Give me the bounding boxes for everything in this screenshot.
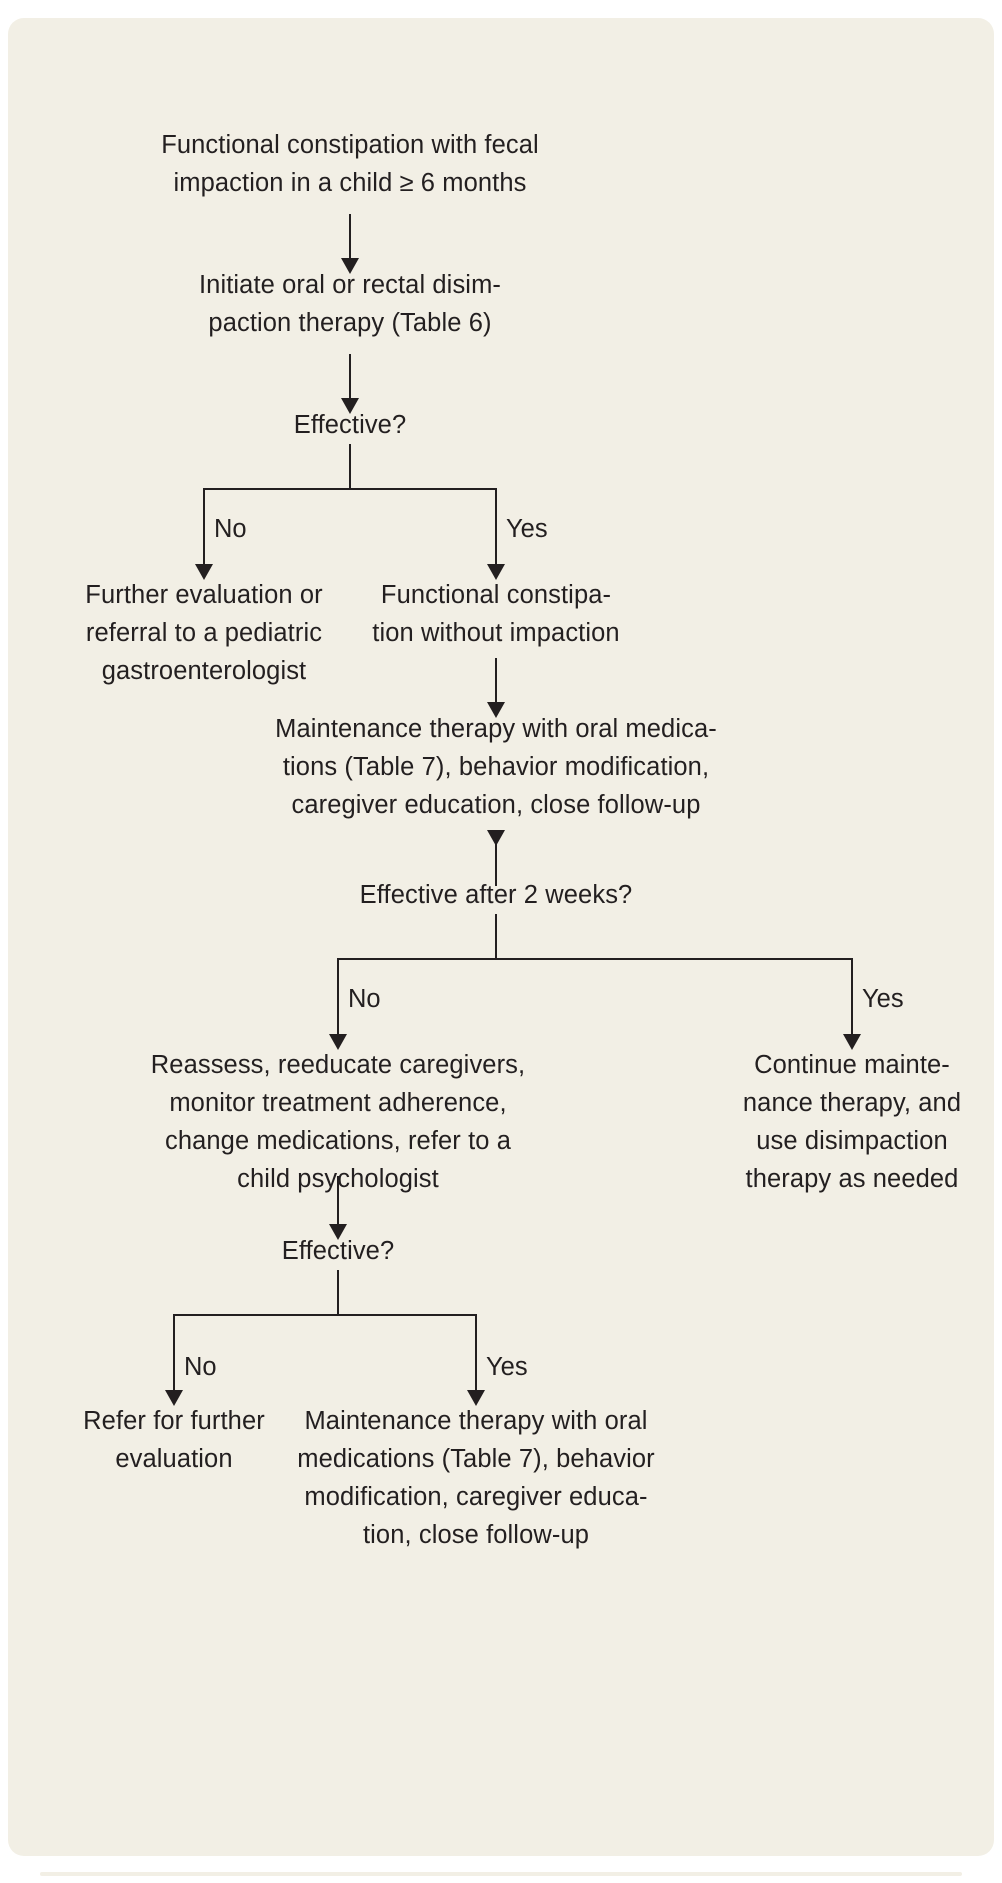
arrowhead-yes1-to-maintenance1	[487, 702, 505, 718]
arrowhead-no2-to-decision3	[329, 1224, 347, 1240]
connector-decision3-no-leg	[173, 1314, 175, 1394]
connector-decision2-yes-leg	[851, 958, 853, 1038]
connector-decision3-yes-leg	[475, 1314, 477, 1394]
node-decision2: Effective after 2 weeks?	[359, 881, 633, 909]
connector-decision3-split	[174, 1314, 476, 1316]
branch-label-decision2-yes: Yes	[862, 985, 904, 1013]
connector-yes1-to-maintenance1	[495, 658, 497, 708]
branch-label-decision1-yes: Yes	[506, 515, 548, 543]
arrowhead-disimpaction-to-decision1	[341, 398, 359, 414]
arrowhead-decision1-yes	[487, 564, 505, 580]
node-maintenance1: Maintenance therapy with oral medica- ti…	[275, 715, 717, 819]
connector-decision2-no-leg	[337, 958, 339, 1038]
branch-label-decision3-no: No	[184, 1353, 217, 1381]
bottom-rule	[40, 1872, 962, 1876]
node-yes2-outcome: Continue mainte- nance therapy, and use …	[742, 1051, 962, 1193]
connector-decision1-yes-leg	[495, 488, 497, 570]
connector-disimpaction-to-decision1	[349, 354, 351, 404]
connector-start-to-disimpaction	[349, 214, 351, 264]
node-no2-outcome: Reassess, reeducate caregivers, monitor …	[150, 1051, 526, 1193]
node-decision3: Effective?	[281, 1237, 395, 1265]
connector-decision2-stem	[495, 914, 497, 960]
branch-label-decision1-no: No	[214, 515, 247, 543]
node-disimpaction: Initiate oral or rectal disim- paction t…	[198, 271, 501, 337]
connector-decision3-stem	[337, 1270, 339, 1316]
connector-decision1-no-leg	[203, 488, 205, 570]
node-yes1-outcome: Functional constipa- tion without impact…	[372, 581, 620, 647]
connector-decision1-stem	[349, 444, 351, 490]
node-start: Functional constipation with fecal impac…	[161, 131, 539, 197]
arrowhead-maintenance1-to-decision2	[487, 830, 505, 846]
arrowhead-decision3-no	[165, 1390, 183, 1406]
node-yes3-outcome: Maintenance therapy with oral medication…	[297, 1407, 655, 1549]
connector-decision1-split	[204, 488, 496, 490]
node-decision1: Effective?	[293, 411, 407, 439]
node-no1-outcome: Further evaluation or referral to a pedi…	[85, 581, 323, 685]
branch-label-decision2-no: No	[348, 985, 381, 1013]
connector-maintenance1-to-decision2	[495, 836, 497, 886]
node-no3-outcome: Refer for further evaluation	[83, 1407, 265, 1473]
arrowhead-decision2-yes	[843, 1034, 861, 1050]
arrowhead-decision1-no	[195, 564, 213, 580]
connector-decision2-split	[338, 958, 852, 960]
branch-label-decision3-yes: Yes	[486, 1353, 528, 1381]
connector-no2-to-decision3	[337, 1176, 339, 1230]
arrowhead-decision3-yes	[467, 1390, 485, 1406]
arrowhead-start-to-disimpaction	[341, 258, 359, 274]
flowchart-canvas: Functional constipation with fecal impac…	[8, 18, 994, 1856]
arrowhead-decision2-no	[329, 1034, 347, 1050]
